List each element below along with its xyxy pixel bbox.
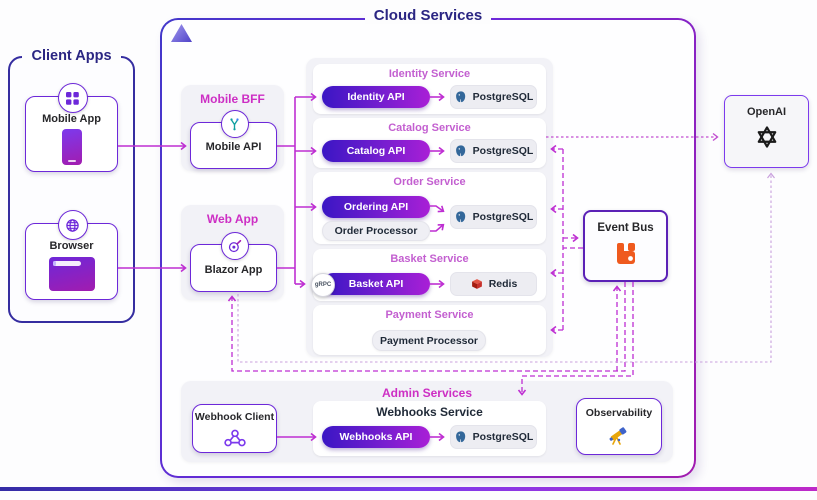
browser-node: Browser (25, 210, 118, 300)
identity-api-button: Identity API (322, 86, 430, 108)
order-service-header: Order Service (393, 176, 466, 188)
blazor-app-node: Blazor App (190, 232, 277, 292)
event-bus-label: Event Bus (597, 222, 654, 234)
ordering-api-button: Ordering API (322, 196, 430, 218)
catalog-api-button: Catalog API (322, 140, 430, 162)
webhooks-api-button: Webhooks API (322, 426, 430, 448)
basket-api-button: Basket API (322, 273, 430, 295)
postgresql-icon (455, 211, 465, 223)
rabbitmq-icon (614, 242, 638, 271)
openai-icon (754, 124, 780, 155)
bottom-accent-bar (0, 487, 817, 491)
identity-service-header: Identity Service (388, 68, 471, 80)
openai-label: OpenAI (746, 106, 787, 118)
webhooks-postgresql-chip: PostgreSQL (450, 425, 537, 449)
observability-node: Observability (576, 398, 662, 455)
observability-icon (607, 423, 631, 450)
identity-postgresql-chip: PostgreSQL (450, 85, 537, 109)
mobile-api-label: Mobile API (205, 141, 262, 153)
admin-services-header: Admin Services (381, 386, 473, 400)
catalog-service-header: Catalog Service (388, 122, 471, 134)
maui-icon (220, 110, 249, 138)
webhooks-service-title: Webhooks Service (376, 405, 483, 419)
app-grid-icon (57, 83, 88, 113)
postgresql-icon (455, 145, 465, 157)
mobile-api-node: Mobile API (190, 110, 277, 169)
event-bus-node: Event Bus (583, 210, 668, 282)
browser-label: Browser (49, 240, 94, 252)
webhook-client-node: Webhook Client (192, 404, 277, 453)
payment-processor-chip: Payment Processor (372, 330, 486, 351)
redis-icon (471, 279, 482, 289)
openai-node: OpenAI (724, 95, 809, 168)
webhook-client-label: Webhook Client (194, 411, 275, 423)
browser-graphic (48, 257, 95, 291)
client-apps-title: Client Apps (10, 47, 133, 65)
basket-redis-chip: Redis (450, 272, 537, 296)
mobile-app-node: Mobile App (25, 83, 118, 172)
mobile-app-label: Mobile App (42, 113, 101, 125)
order-postgresql-chip: PostgreSQL (450, 205, 537, 229)
blazor-app-label: Blazor App (204, 264, 263, 276)
grpc-badge: gRPC (311, 273, 335, 297)
web-app-header: Web App (206, 212, 259, 226)
order-processor-chip: Order Processor (322, 221, 430, 241)
catalog-postgresql-chip: PostgreSQL (450, 139, 537, 163)
mobile-bff-header: Mobile BFF (200, 92, 265, 106)
phone-graphic (61, 129, 82, 165)
blazor-icon (220, 232, 249, 260)
postgresql-icon (455, 431, 465, 443)
globe-icon (57, 210, 88, 240)
observability-label: Observability (585, 407, 653, 419)
payment-service-header: Payment Service (385, 309, 474, 321)
postgresql-icon (455, 91, 465, 103)
basket-service-header: Basket Service (390, 253, 469, 265)
webhook-icon (223, 427, 247, 454)
